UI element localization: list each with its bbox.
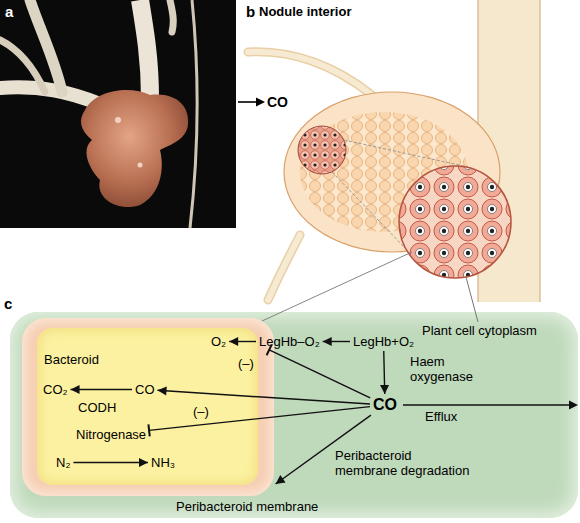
flux-label: Efflux: [425, 409, 457, 424]
arrow-head: [139, 458, 148, 467]
arrow-head: [71, 385, 80, 394]
photo-background: [0, 0, 236, 228]
root-hair: [248, 52, 372, 95]
node-label: Plant cell cytoplasm: [422, 323, 537, 338]
inhibition-bar: [148, 424, 149, 436]
bacteroid-region: BacteroidCO₂ CO N₂ NH₃ O₂ Nitrogenase: [37, 328, 258, 485]
edge-label: (–): [238, 356, 254, 371]
node-label: Nitrogenase: [76, 427, 146, 442]
highlight: [115, 117, 121, 123]
reaction-arrow: [73, 458, 148, 467]
molecule: NH₃: [150, 455, 176, 470]
arrow-head: [569, 401, 578, 410]
arrow-head: [323, 337, 332, 346]
root-edge: [539, 0, 540, 302]
root-hair: [248, 52, 372, 95]
reaction-arrow: [323, 337, 350, 346]
arrow-head: [380, 385, 389, 394]
molecule: CO₂: [42, 382, 69, 397]
zoom-line: [332, 172, 405, 248]
panel-label: b: [246, 3, 255, 20]
nodule-photo: [81, 90, 188, 207]
reaction-arrow: [157, 386, 370, 404]
molecule: LegHb–O₂: [258, 334, 321, 349]
inhibition-arrow: [267, 344, 371, 398]
leader-line: [466, 277, 478, 322]
arrow-head: [157, 386, 166, 395]
root-hair: [190, 0, 197, 228]
zoom-line: [344, 140, 468, 167]
arrow-head: [229, 337, 238, 346]
edge-label: (–): [193, 404, 209, 419]
root-hair: [268, 235, 300, 300]
arrow-line: [269, 350, 370, 398]
root: [140, 0, 150, 98]
inhibition-arrow: [148, 407, 370, 437]
node-label: NH₃: [151, 455, 175, 470]
panel-label: a: [5, 3, 13, 20]
root-hair: [268, 235, 300, 300]
edge-label: CODH: [78, 400, 116, 415]
root: [0, 87, 100, 104]
node-label: CO: [373, 396, 397, 414]
panel-title: Nodule interior: [259, 4, 351, 19]
infected-zone: [298, 126, 346, 174]
node-label: O₂: [211, 334, 226, 349]
molecule: CO: [372, 396, 398, 414]
highlight: [138, 163, 143, 168]
node-label: CO: [135, 382, 155, 397]
enzyme: Nitrogenase: [75, 427, 147, 442]
zoom-circle: [399, 166, 511, 278]
reaction-arrow: [71, 385, 132, 394]
molecule: CO: [134, 382, 156, 397]
arrow-line: [149, 407, 370, 431]
leader-line: [262, 252, 412, 321]
molecule: LegHb+O₂: [352, 334, 415, 349]
arrow-line: [73, 462, 148, 463]
molecule: O₂: [210, 334, 227, 349]
panel-label: c: [4, 295, 12, 312]
release-arrow: [238, 101, 258, 103]
node-label: Bacteroid: [44, 352, 99, 367]
molecule: N₂: [55, 455, 71, 470]
reaction-arrow: [229, 337, 256, 346]
efflux-arrow: [403, 404, 570, 405]
node-label: N₂: [56, 455, 70, 470]
node-label: LegHb–O₂: [259, 334, 320, 349]
edge-label: Peribacteroid membrane degradation: [335, 448, 471, 478]
inhibition-bar: [267, 344, 272, 355]
node-label: Peribacteroid membrane: [176, 499, 318, 514]
node-label: LegHb+O₂: [353, 334, 414, 349]
root: [0, 40, 45, 92]
arrow-head: [256, 98, 265, 107]
reaction-arrow: [380, 351, 389, 394]
root: [170, 0, 173, 32]
arrow-line: [71, 389, 132, 390]
arrow-line: [157, 390, 370, 404]
product-label: CO: [267, 94, 288, 110]
edge-label: Haem oxygenase: [410, 354, 485, 384]
arrow-head: [276, 475, 286, 484]
node-label: CO₂: [43, 382, 68, 397]
